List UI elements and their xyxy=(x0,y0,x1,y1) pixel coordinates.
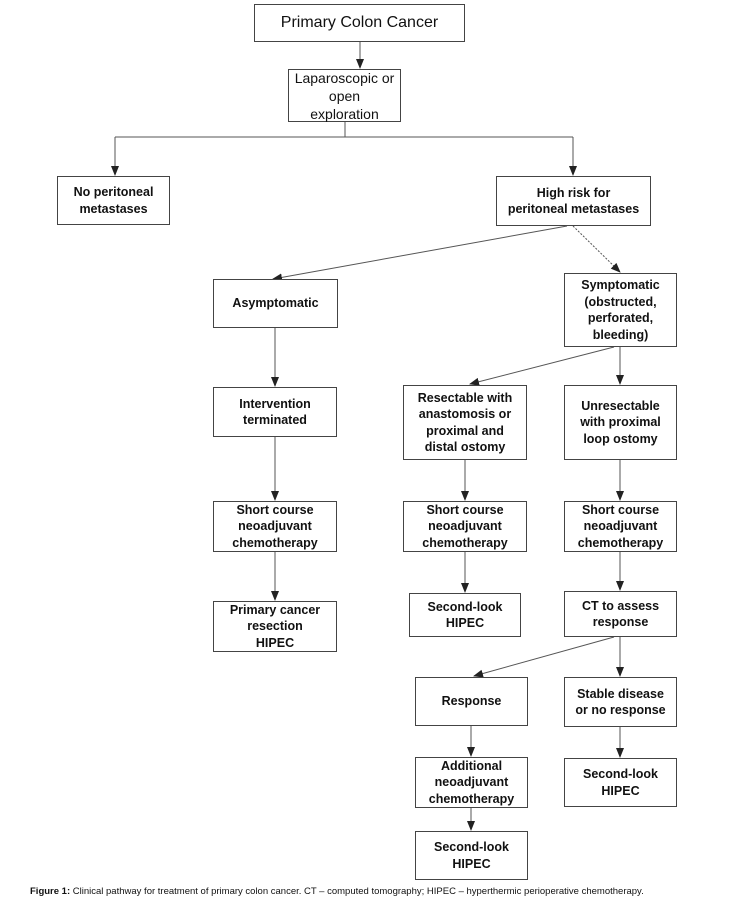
edge-ct-response xyxy=(473,636,615,678)
node-additional-chemotherapy: Additional neoadjuvant chemotherapy xyxy=(415,757,528,808)
node-second-look-bottom: Second-look HIPEC xyxy=(415,831,528,880)
node-short-course-right: Short course neoadjuvant chemotherapy xyxy=(564,501,677,552)
node-response: Response xyxy=(415,677,528,726)
node-unresectable: Unresectable with proximal loop ostomy xyxy=(564,385,677,460)
node-primary-resection-hipec: Primary cancer resection HIPEC xyxy=(213,601,337,652)
node-short-course-left: Short course neoadjuvant chemotherapy xyxy=(213,501,337,552)
node-second-look-right: Second-look HIPEC xyxy=(564,758,677,807)
node-resectable: Resectable with anastomosis or proximal … xyxy=(403,385,527,460)
node-intervention-terminated: Intervention terminated xyxy=(213,387,337,437)
node-exploration: Laparoscopic or open exploration xyxy=(288,69,401,122)
node-no-peritoneal-metastases: No peritoneal metastases xyxy=(57,176,170,225)
caption-text: Clinical pathway for treatment of primar… xyxy=(72,886,644,897)
edge-sym-resectable xyxy=(469,346,615,386)
caption-label: Figure 1: xyxy=(30,886,71,897)
node-high-risk: High risk for peritoneal metastases xyxy=(496,176,651,226)
node-primary-colon-cancer: Primary Colon Cancer xyxy=(254,4,465,42)
node-asymptomatic: Asymptomatic xyxy=(213,279,338,328)
node-stable-disease: Stable disease or no response xyxy=(564,677,677,727)
node-ct-assess-response: CT to assess response xyxy=(564,591,677,637)
node-short-course-middle: Short course neoadjuvant chemotherapy xyxy=(403,501,527,552)
node-symptomatic: Symptomatic (obstructed, perforated, ble… xyxy=(564,273,677,347)
edge-highrisk-symptomatic xyxy=(572,225,621,273)
node-second-look-middle: Second-look HIPEC xyxy=(409,593,521,637)
edge-highrisk-asymptomatic xyxy=(272,225,568,282)
figure-caption: Figure 1: Clinical pathway for treatment… xyxy=(30,886,644,897)
